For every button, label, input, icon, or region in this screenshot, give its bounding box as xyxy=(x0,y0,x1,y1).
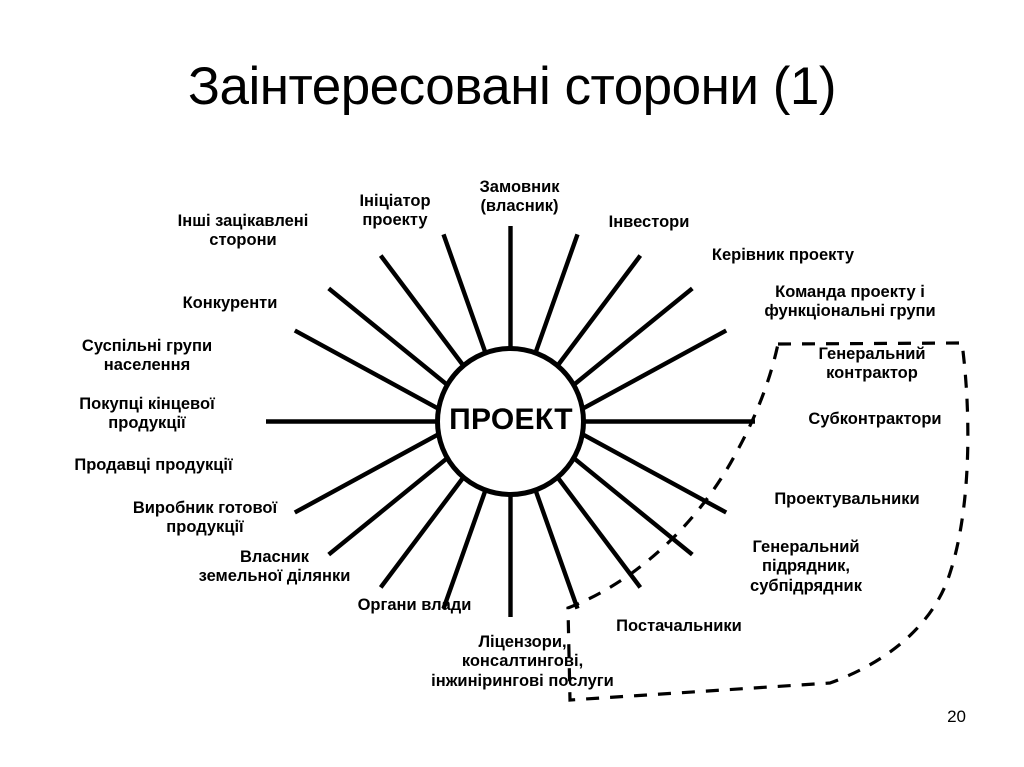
spoke-line xyxy=(327,456,449,557)
label-customer-owner: Замовник (власник) xyxy=(479,178,560,216)
label-project-team: Команда проекту і функціональні групи xyxy=(764,283,936,321)
label-project-manager: Керівник проекту xyxy=(711,246,855,264)
spoke-line xyxy=(555,476,643,589)
spoke-line xyxy=(293,328,440,411)
label-general-builder: Генеральний підрядник, субпідрядник xyxy=(750,538,862,595)
label-product-sellers: Продавці продукції xyxy=(74,456,233,474)
label-land-owner: Власник земельної ділянки xyxy=(198,548,351,586)
label-social-groups: Суспільні групи населення xyxy=(81,337,213,375)
spoke-line xyxy=(533,489,580,610)
spoke-line xyxy=(378,254,466,367)
dashed-contractor-region xyxy=(566,341,970,702)
spoke-lines xyxy=(266,226,755,617)
spoke-line xyxy=(327,286,449,387)
label-designers: Проектувальники xyxy=(774,490,920,508)
center-node-label: ПРОЕКТ xyxy=(449,403,573,436)
page-title: Заінтересовані сторони (1) xyxy=(188,57,837,116)
label-end-product-buyers: Покупці кінцевої продукції xyxy=(79,395,215,433)
spoke-line xyxy=(572,456,694,557)
label-authorities: Органи влади xyxy=(357,596,472,614)
spoke-line xyxy=(555,254,643,367)
spoke-line xyxy=(581,328,728,411)
label-initiator: Ініціатор проекту xyxy=(359,192,431,230)
project-hub-circle xyxy=(435,346,586,497)
label-competitors: Конкуренти xyxy=(182,294,278,312)
page-number: 20 xyxy=(947,707,966,726)
label-licensors: Ліцензори, консалтингові, інжинірингові … xyxy=(431,633,614,690)
spoke-line xyxy=(581,432,728,515)
spoke-line xyxy=(533,233,580,354)
label-other-stakeholders: Інші зацікавлені сторони xyxy=(177,212,309,250)
spoke-line xyxy=(378,476,466,589)
label-finished-product-maker: Виробник готової продукції xyxy=(132,499,278,537)
spoke-line xyxy=(293,432,440,515)
label-subcontractors: Субконтрактори xyxy=(808,410,942,428)
label-general-contractor: Генеральний контрактор xyxy=(818,345,926,383)
spoke-line xyxy=(572,286,694,387)
spoke-line xyxy=(441,489,488,610)
label-investors: Інвестори xyxy=(608,213,690,231)
spoke-line xyxy=(441,233,488,354)
label-suppliers: Постачальники xyxy=(616,617,742,635)
